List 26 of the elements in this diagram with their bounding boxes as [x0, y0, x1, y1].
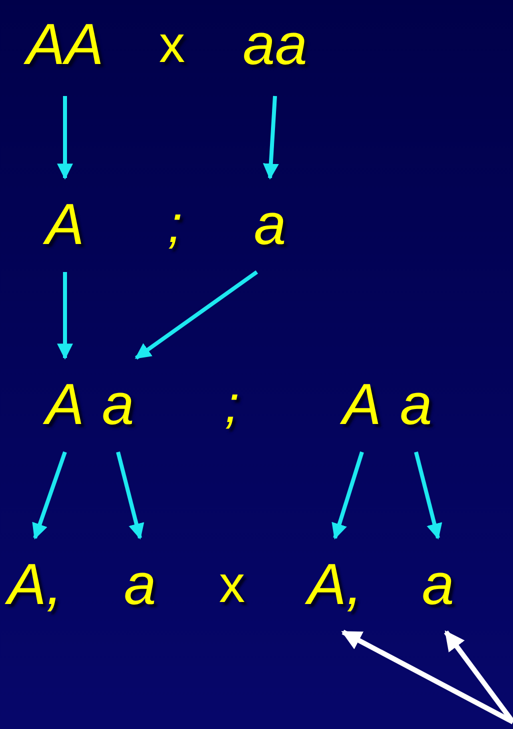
allele-symbol: AA: [24, 0, 106, 96]
allele-symbol: a: [398, 358, 434, 452]
allele-symbol: A: [340, 358, 384, 452]
allele-symbol: a: [420, 538, 456, 632]
allele-symbol: A,: [6, 538, 64, 632]
cross-sign: x: [219, 559, 245, 611]
cross-sign: x: [159, 19, 185, 71]
arrow: [414, 452, 442, 540]
arrow: [332, 451, 364, 540]
arrow: [262, 96, 279, 180]
arrow: [444, 630, 513, 724]
arrow: [57, 272, 73, 360]
arrow: [341, 630, 513, 724]
allele-symbol: aa: [240, 0, 310, 96]
arrow: [134, 270, 258, 360]
arrow: [57, 96, 73, 180]
allele-symbol: A: [44, 178, 86, 272]
arrow: [32, 451, 67, 540]
allele-symbol: a: [100, 358, 136, 452]
allele-symbol: a: [122, 538, 158, 632]
allele-symbol: a: [252, 178, 288, 272]
separator: ;: [224, 379, 240, 431]
allele-symbol: A,: [306, 538, 364, 632]
separator: ;: [168, 199, 182, 251]
allele-symbol: A: [44, 358, 86, 452]
arrow: [116, 452, 144, 540]
